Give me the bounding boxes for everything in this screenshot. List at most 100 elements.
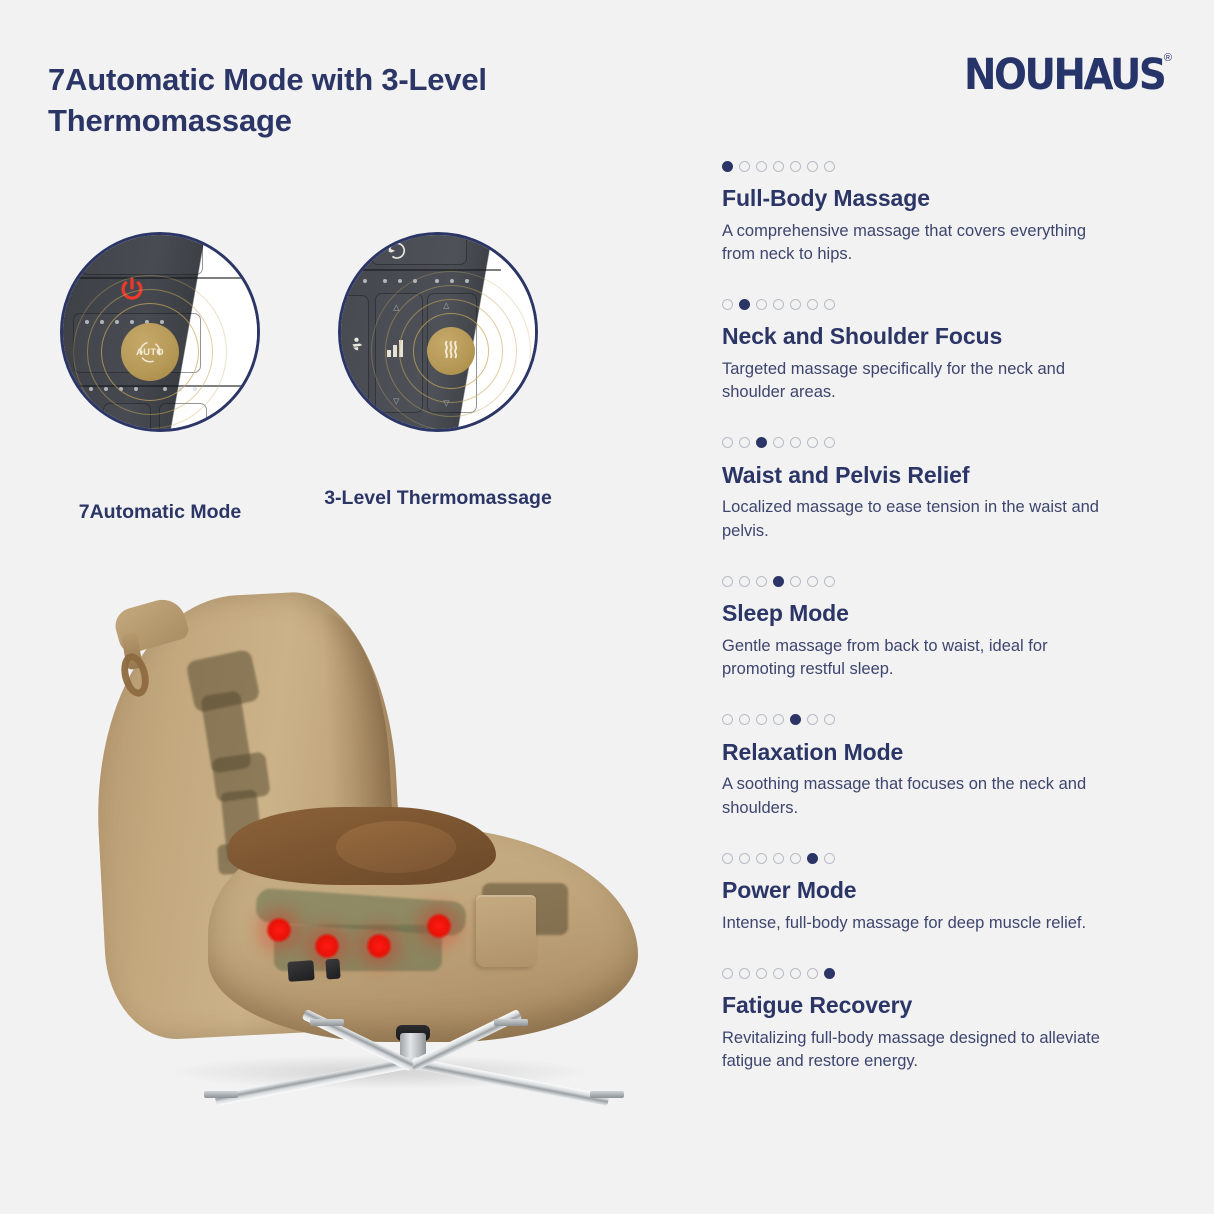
feature-title: Waist and Pelvis Relief [722,461,970,488]
feature-title: Fatigue Recovery [722,992,913,1019]
step-dot[interactable] [739,852,750,864]
step-dot[interactable] [807,160,818,172]
step-dot[interactable] [756,160,767,172]
step-dot[interactable] [824,437,835,449]
step-indicator [722,714,1162,726]
step-dot[interactable] [790,967,801,979]
step-dot[interactable] [807,967,818,979]
feature-description: Localized massage to ease tension in the… [722,498,1099,540]
brand-logo-wordmark: NOUHAUS [964,50,1167,100]
step-dot[interactable] [739,298,750,310]
step-dot[interactable] [722,852,733,864]
step-dot[interactable] [739,437,750,449]
chair-shell [78,587,638,1107]
step-dot[interactable] [824,298,835,310]
chair-base-foot [590,1091,624,1098]
step-dot[interactable] [773,437,784,449]
step-dot[interactable] [722,437,733,449]
heat-node [266,917,292,943]
detail-circle-thermomassage: ▵ ▿ ▵ ▿ [338,232,538,432]
step-dot[interactable] [756,437,767,449]
chair-base-foot [494,1019,528,1026]
step-dot[interactable] [824,160,835,172]
step-dot[interactable] [824,575,835,587]
step-dot[interactable] [790,298,801,310]
step-dot[interactable] [790,575,801,587]
step-dot[interactable] [773,575,784,587]
page-title: 7Automatic Mode with 3-Level Thermomassa… [48,62,487,138]
feature-description: Intense, full-body massage for deep musc… [722,913,1087,932]
step-dot[interactable] [824,852,835,864]
feature-description: A soothing massage that focuses on the n… [722,775,1087,817]
step-dot[interactable] [773,160,784,172]
feature-list: Full-Body Massage A comprehensive massag… [722,160,1162,1074]
step-dot[interactable] [824,967,835,979]
step-dot[interactable] [773,714,784,726]
step-dot[interactable] [790,160,801,172]
feature-item: Relaxation Mode A soothing massage that … [722,714,1162,820]
remote-seam [341,269,501,271]
step-dot[interactable] [807,437,818,449]
step-dot[interactable] [756,575,767,587]
step-dot[interactable] [790,852,801,864]
remote-key[interactable] [341,295,369,411]
step-indicator [722,852,1162,864]
chair-side-pocket [476,895,536,967]
feature-title: Relaxation Mode [722,738,904,765]
remote-led-indicators [363,279,367,283]
chair-base-foot [204,1091,238,1098]
feature-description: Gentle massage from back to waist, ideal… [722,636,1048,679]
pulse-ring [73,275,227,429]
remote-key[interactable] [371,235,467,265]
step-dot[interactable] [722,714,733,726]
thermomassage-button[interactable] [427,327,475,375]
feature-item: Neck and Shoulder Focus Targeted massage… [722,298,1162,404]
step-dot[interactable] [722,160,733,172]
step-dot[interactable] [756,852,767,864]
step-dot[interactable] [773,298,784,310]
step-indicator [722,437,1162,449]
remote-key[interactable] [81,235,203,275]
auto-rotate-icon [139,341,161,363]
auto-mode-button[interactable]: AUTO [121,323,179,381]
feature-title: Sleep Mode [722,600,849,627]
step-dot[interactable] [790,437,801,449]
step-dot[interactable] [756,298,767,310]
step-dot[interactable] [739,160,750,172]
pulse-ring [371,271,531,429]
feature-item: Waist and Pelvis Relief Localized massag… [722,437,1162,543]
chair-control-module[interactable] [287,960,315,982]
step-dot[interactable] [739,575,750,587]
step-dot[interactable] [790,714,801,726]
chair-control-module[interactable] [325,958,341,980]
step-dot[interactable] [756,967,767,979]
step-dot[interactable] [807,575,818,587]
feature-title: Power Mode [722,877,857,904]
step-dot[interactable] [807,298,818,310]
step-dot[interactable] [824,714,835,726]
feature-description: Revitalizing full-body massage designed … [722,1028,1100,1071]
step-dot[interactable] [722,298,733,310]
step-dot[interactable] [773,967,784,979]
step-dot[interactable] [807,852,818,864]
chair-product-image [40,585,660,1165]
detail-caption-thermomassage: 3-Level Thermomassage [324,487,552,509]
chair-base-foot [310,1019,344,1026]
feature-description: A comprehensive massage that covers ever… [722,221,1087,264]
step-dot[interactable] [722,967,733,979]
heat-node [426,913,452,939]
step-dot[interactable] [756,714,767,726]
heat-node [314,933,340,959]
step-dot[interactable] [722,575,733,587]
step-dot[interactable] [773,852,784,864]
heat-waves-icon [444,340,458,359]
step-dot[interactable] [739,967,750,979]
step-indicator [722,575,1162,587]
detail-caption-auto-mode: 7Automatic Mode [78,501,242,523]
step-dot[interactable] [739,714,750,726]
feature-item: Full-Body Massage A comprehensive massag… [722,160,1162,266]
chair-armrest-inner [336,821,456,873]
step-dot[interactable] [807,714,818,726]
rotate-icon [388,242,406,259]
